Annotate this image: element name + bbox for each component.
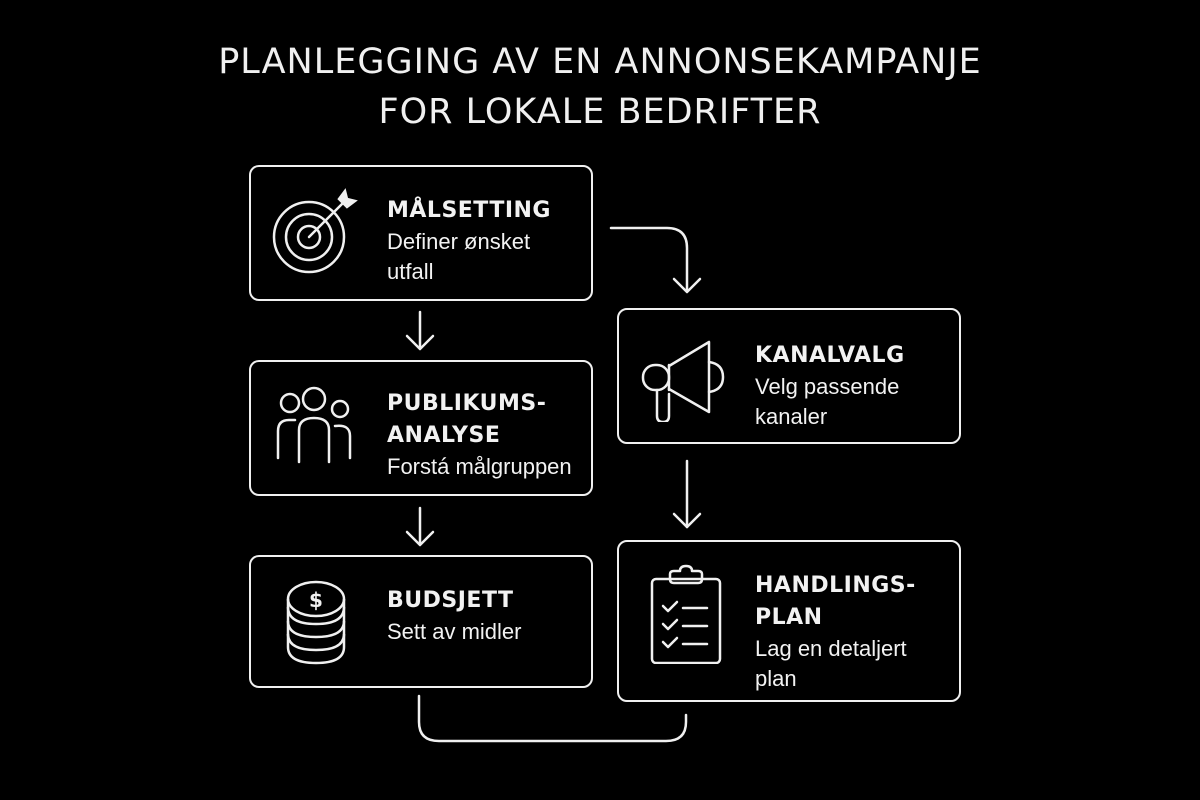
diagram-title-line-1: PLANLEGGING AV EN ANNONSEKAMPANJE xyxy=(218,42,982,82)
step-description: Definer ønsket utfall xyxy=(387,229,531,284)
step-description: Velg passende kanaler xyxy=(755,374,900,429)
step-kanalvalg: KANALVALG Velg passende kanaler xyxy=(617,308,961,444)
step-heading: KANALVALG xyxy=(755,343,905,368)
arrow-kanalvalg-to-handlingsplan xyxy=(672,459,702,529)
step-description: Sett av midler xyxy=(387,619,522,644)
step-description: Lag en detaljert plan xyxy=(755,636,907,691)
step-description: Forstá målgruppen xyxy=(387,454,572,479)
target-icon xyxy=(272,188,358,274)
step-heading: HANDLINGS- PLAN xyxy=(755,573,916,630)
coins-icon: $ xyxy=(286,580,346,665)
people-icon xyxy=(276,386,352,464)
clipboard-checklist-icon xyxy=(650,564,722,664)
step-budsjett: $ BUDSJETT Sett av midler xyxy=(249,555,593,688)
step-heading: PUBLIKUMS- ANALYSE xyxy=(387,391,547,448)
bracket-budsjett-to-handlingsplan xyxy=(417,694,688,743)
step-publikumsanalyse: PUBLIKUMS- ANALYSE Forstá målgruppen xyxy=(249,360,593,496)
step-heading: BUDSJETT xyxy=(387,588,514,613)
elbow-arrow-malsetting-to-kanalvalg xyxy=(609,226,702,294)
step-heading: MÅLSETTING xyxy=(387,198,551,223)
arrow-publikumsanalyse-to-budsjett xyxy=(405,506,435,547)
arrow-malsetting-to-publikumsanalyse xyxy=(405,310,435,351)
diagram-title-line-2: FOR LOKALE BEDRIFTER xyxy=(378,92,822,132)
svg-text:$: $ xyxy=(309,588,323,612)
step-handlingsplan: HANDLINGS- PLAN Lag en detaljert plan xyxy=(617,540,961,702)
megaphone-icon xyxy=(641,340,725,422)
step-malsetting: MÅLSETTING Definer ønsket utfall xyxy=(249,165,593,301)
